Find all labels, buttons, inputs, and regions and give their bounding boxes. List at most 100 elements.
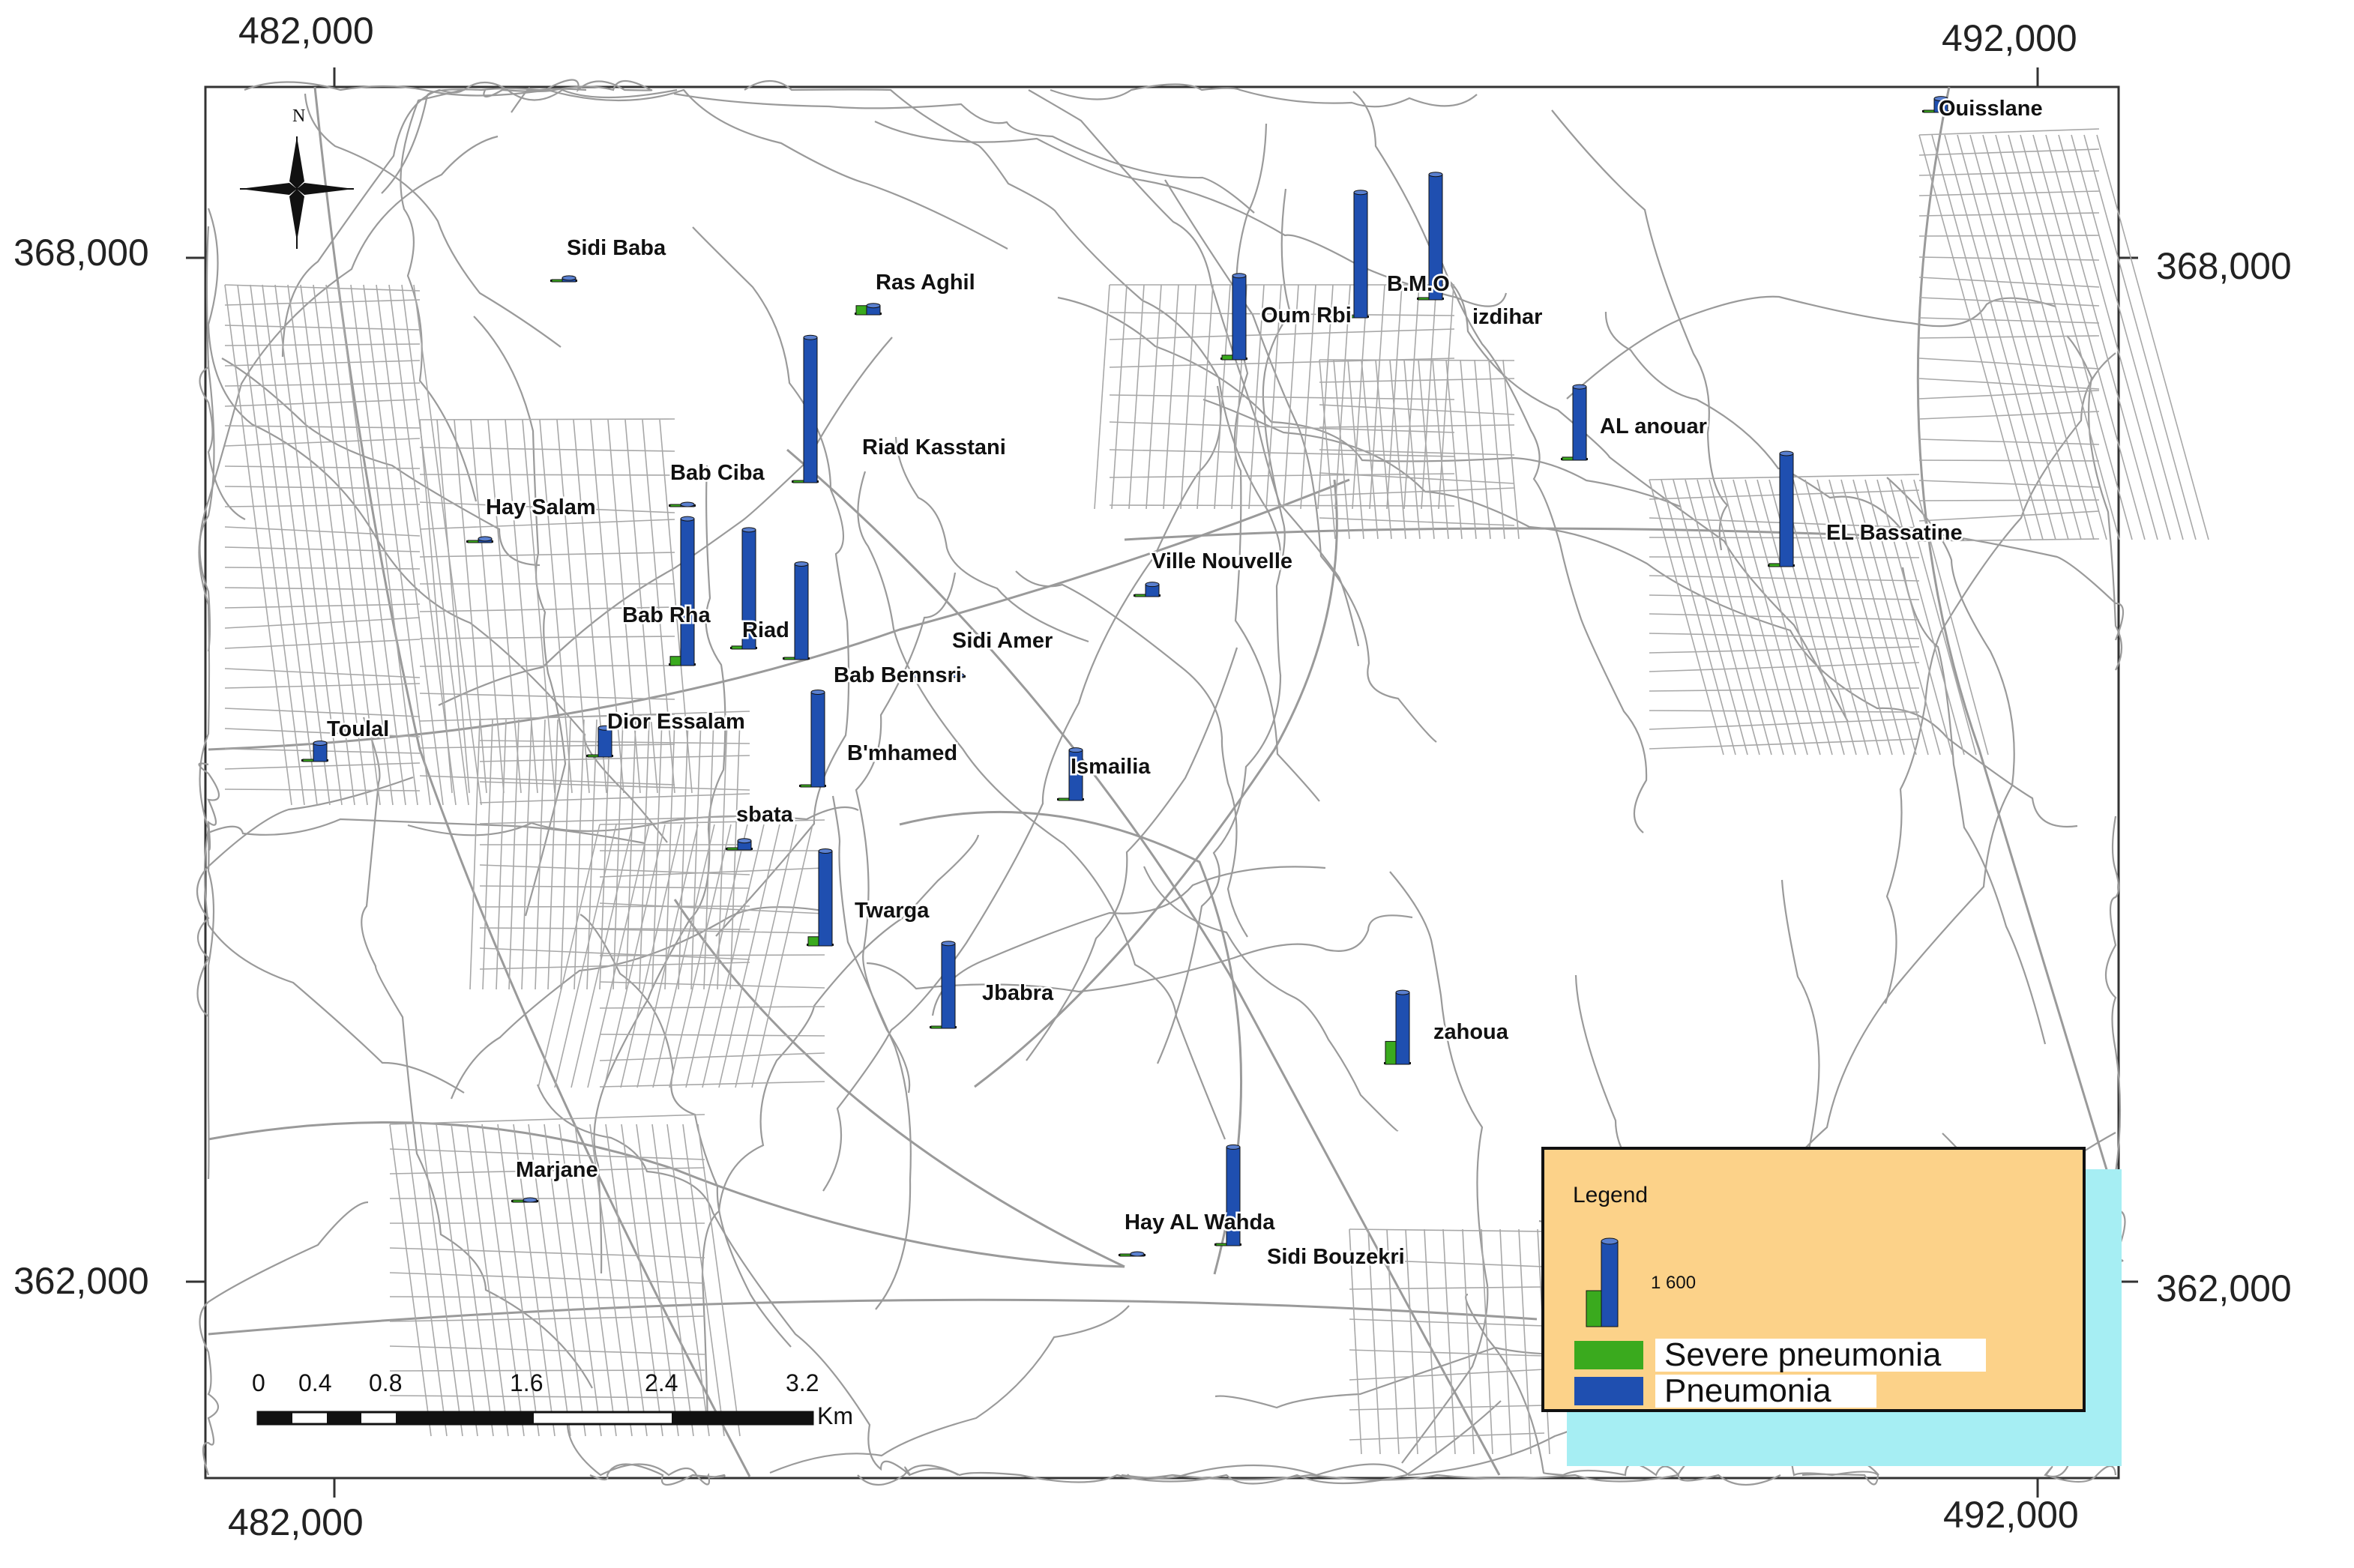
place-label: Toulal <box>327 717 389 741</box>
bar-pneumonia <box>680 518 695 666</box>
bar-top <box>866 303 881 309</box>
bar-top <box>905 672 920 678</box>
bar-top <box>1933 96 1948 102</box>
bar-group <box>586 725 613 758</box>
bar-group <box>669 501 696 507</box>
bar-group <box>1119 1251 1146 1257</box>
frame-ticks <box>186 67 2138 1498</box>
bar-group <box>669 516 696 666</box>
x-tick-bottom-right: 492,000 <box>1943 1494 2079 1536</box>
bar-pneumonia <box>1779 453 1794 567</box>
legend-swatch-severe <box>1574 1341 1643 1369</box>
bar-group <box>807 848 834 947</box>
scale-unit: Km <box>817 1402 853 1429</box>
scale-tick-label: 3.2 <box>786 1369 819 1396</box>
place-label: Sidi Amer <box>952 629 1053 653</box>
place-label: izdihar <box>1472 305 1542 329</box>
bar-top <box>1145 582 1160 588</box>
place-label: Ville Nouvelle <box>1152 549 1292 573</box>
place-label: B.M.O <box>1387 272 1450 296</box>
legend-swatch-pneumonia <box>1574 1377 1643 1405</box>
place-label: Twarga <box>855 899 930 923</box>
bar-group <box>855 303 882 316</box>
bar-group <box>1342 190 1369 319</box>
bar-pneumonia <box>313 743 328 762</box>
place-label: Ouisslane <box>1939 97 2043 121</box>
bar-pneumonia <box>810 692 825 788</box>
bar-group <box>894 672 921 678</box>
bar-top <box>741 527 756 533</box>
place-label: Sidi Baba <box>567 236 666 260</box>
bar-top <box>803 334 818 340</box>
bar-group <box>1214 1144 1241 1246</box>
scale-tick-label: 0 <box>252 1369 265 1396</box>
place-label: Jbabra <box>982 981 1054 1005</box>
x-tick-top-left: 482,000 <box>238 10 374 52</box>
place-label: sbata <box>736 803 794 827</box>
scale-tick-label: 2.4 <box>645 1369 678 1396</box>
place-label: Oum Rbi <box>1261 304 1352 328</box>
bar-top <box>1232 273 1247 279</box>
bar-top <box>1068 747 1083 753</box>
bar-pneumonia <box>1395 992 1410 1065</box>
bar-pneumonia <box>941 943 956 1029</box>
bar-group <box>930 941 957 1029</box>
bar-pneumonia <box>818 851 833 947</box>
place-label: AL anouar <box>1600 414 1707 438</box>
bar-pneumonia <box>794 564 809 660</box>
place-label: Riad Kasstani <box>862 435 1006 459</box>
legend: Legend 1 600 Severe pneumonia Pneumonia <box>1541 1147 2086 1412</box>
scale-bar: 0 0.4 0.8 1.6 2.4 3.2 Km <box>252 1369 853 1429</box>
place-label: Sidi Bouzekri <box>1267 1245 1405 1269</box>
bar-top <box>1226 1144 1241 1150</box>
place-label: zahoua <box>1433 1020 1509 1044</box>
bar-group <box>1220 273 1247 361</box>
place-label: Ismailia <box>1071 755 1151 779</box>
bar-top <box>313 741 328 747</box>
bar-top <box>680 501 695 507</box>
bar-top <box>1779 450 1794 456</box>
legend-title: Legend <box>1573 1183 1649 1207</box>
scale-tick-label: 1.6 <box>510 1369 543 1396</box>
bar-top <box>1353 190 1368 196</box>
urban-blocks <box>224 128 2209 1455</box>
place-label: Hay AL Wahda <box>1125 1210 1275 1234</box>
scale-tick-label: 0.8 <box>369 1369 402 1396</box>
north-arrow <box>240 136 354 249</box>
y-tick-left-top: 368,000 <box>13 232 149 274</box>
bar-group <box>301 741 328 762</box>
bar-group <box>726 838 753 851</box>
bar-top <box>680 516 695 522</box>
bar-pneumonia <box>1572 386 1587 461</box>
bar-top <box>478 536 493 542</box>
place-label: Bab Ciba <box>670 461 765 485</box>
bar-group <box>1134 582 1161 597</box>
x-tick-top-right: 492,000 <box>1942 17 2077 59</box>
bar-group <box>1384 989 1411 1065</box>
bar-top <box>1130 1251 1145 1257</box>
north-label: N <box>292 106 305 126</box>
legend-label-severe: Severe pneumonia <box>1655 1339 1987 1372</box>
place-label: Dior Essalam <box>607 710 745 734</box>
bar-group <box>1417 172 1444 301</box>
place-label: B'mhamed <box>847 741 957 765</box>
bar-top <box>597 725 612 731</box>
bar-top <box>562 275 577 281</box>
x-tick-bottom-left: 482,000 <box>228 1501 364 1543</box>
bar-group <box>511 1197 538 1203</box>
place-label: Bab Bennsri <box>834 663 962 687</box>
place-label: Riad <box>742 618 789 642</box>
legend-scale-value: 1 600 <box>1651 1273 1697 1293</box>
bar-group <box>550 275 577 283</box>
bar-top <box>818 848 833 854</box>
place-label: EL Bassatine <box>1826 521 1963 545</box>
bar-group <box>1768 450 1795 567</box>
bar-top <box>1572 384 1587 390</box>
y-tick-left-bottom: 362,000 <box>13 1260 149 1302</box>
bar-group <box>792 334 819 483</box>
bar-top <box>810 690 825 696</box>
y-tick-right-top: 368,000 <box>2156 245 2292 287</box>
bar-pneumonia <box>1232 275 1247 361</box>
